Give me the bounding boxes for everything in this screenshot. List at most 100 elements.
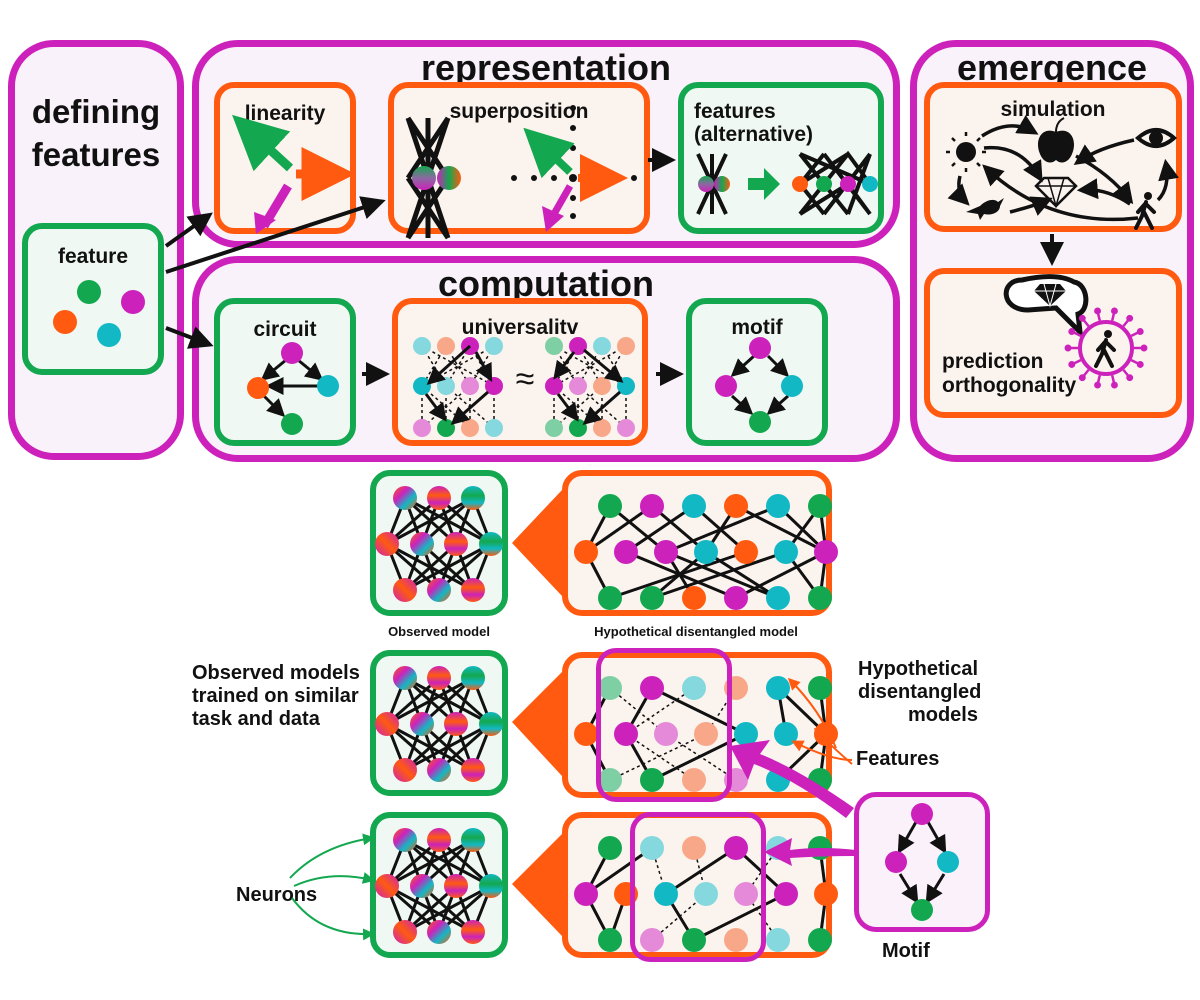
feature-box: feature xyxy=(22,223,164,375)
feature-neuron xyxy=(640,586,664,610)
observed-neuron xyxy=(427,486,451,510)
universality-graphs xyxy=(413,337,635,437)
motif-node-left xyxy=(715,375,737,397)
observed-neuron xyxy=(393,758,417,782)
circuit-node-green xyxy=(281,413,303,435)
observed-neuron xyxy=(479,712,503,736)
universality-node xyxy=(545,419,563,437)
diamond-icon xyxy=(1034,283,1066,308)
motif-callout-node xyxy=(911,899,933,921)
feature-neuron xyxy=(766,494,790,518)
observed-edge xyxy=(386,496,474,546)
simulation-arrows xyxy=(947,114,1179,222)
features-alternative-panel: features (alternative) xyxy=(678,82,884,234)
prediction-orthogonality-panel: prediction orthogonality xyxy=(924,268,1182,418)
virus-spike-tip xyxy=(1068,361,1076,368)
virus-spike-tip xyxy=(1140,344,1148,352)
observed-edge xyxy=(386,838,474,888)
circuit-label: circuit xyxy=(253,318,317,341)
feature-neuron xyxy=(694,540,718,564)
feature-neuron xyxy=(574,540,598,564)
universality-edge xyxy=(556,393,579,422)
hypothetical-edge xyxy=(693,892,787,942)
observed-neuron xyxy=(375,712,399,736)
feature-neuron xyxy=(682,676,706,700)
hypothetical-edge xyxy=(609,504,667,554)
motif-highlight-row2 xyxy=(596,648,732,802)
feature-neuron xyxy=(654,882,678,906)
feature-neuron xyxy=(724,836,748,860)
prediction-diagram xyxy=(1003,274,1148,389)
universality-edge xyxy=(583,348,624,383)
observed-neuron xyxy=(375,874,399,898)
feature-neuron xyxy=(724,586,748,610)
feature-neuron xyxy=(598,586,622,610)
circuit-panel: circuit xyxy=(214,298,356,446)
feature-neuron xyxy=(814,540,838,564)
feature-neuron xyxy=(766,676,790,700)
universality-node xyxy=(413,419,431,437)
disentangled-neuron-orange xyxy=(792,176,808,192)
hypothetical-model-caption: Hypothetical disentangled model xyxy=(594,624,798,639)
universality-node xyxy=(569,377,587,395)
hypothetical-edge xyxy=(665,504,779,554)
universality-edge xyxy=(424,393,447,422)
feature-neuron xyxy=(734,540,758,564)
motif-callout-edge xyxy=(897,821,918,854)
feature-neuron xyxy=(614,722,638,746)
superposition-panel: superposition xyxy=(388,82,650,240)
motif-label-lower: Motif xyxy=(882,940,930,962)
motif-node-right xyxy=(781,375,803,397)
virus-spike-tip xyxy=(1068,328,1076,335)
vector-green xyxy=(523,127,575,179)
feature-neuron xyxy=(574,722,598,746)
feature-neuron xyxy=(724,928,748,952)
hypothetical-edge xyxy=(585,504,653,554)
linearity-vectors xyxy=(232,114,356,234)
feature-neuron xyxy=(682,768,706,792)
virus-spike-tip xyxy=(1078,374,1086,382)
motif-callout-node xyxy=(911,803,933,825)
feature-neuron xyxy=(734,882,758,906)
feature-neuron xyxy=(774,722,798,746)
observed-neuron xyxy=(461,758,485,782)
observed-neuron xyxy=(461,578,485,602)
hypothetical-edge xyxy=(625,504,695,554)
hypothetical-edge xyxy=(665,733,737,781)
observed-neuron xyxy=(427,920,451,944)
virus-spike-tip xyxy=(1094,307,1101,315)
observed-neuron xyxy=(393,920,417,944)
bird-icon xyxy=(966,198,1004,220)
observed-neuron xyxy=(444,874,468,898)
neurons-pointer-arrow xyxy=(289,833,375,879)
feature-neuron xyxy=(598,928,622,952)
callout-wedge xyxy=(512,834,562,936)
observed-neuron xyxy=(444,532,468,556)
superposition-label: superposition xyxy=(449,100,589,123)
feature-neuron xyxy=(682,494,706,518)
feature-neuron xyxy=(598,676,622,700)
walking-person-icon xyxy=(1094,330,1116,368)
diamond-icon xyxy=(1034,176,1078,209)
features-alternative-label: features (alternative) xyxy=(694,100,814,147)
observed-edge xyxy=(386,884,474,934)
feature-dot-orange xyxy=(53,310,77,334)
feature-neuron xyxy=(598,836,622,860)
motif-highlight-row3 xyxy=(630,812,766,962)
virus-spike-tip xyxy=(1126,374,1134,382)
feature-neuron xyxy=(654,722,678,746)
feature-dot-green xyxy=(77,280,101,304)
feature-neuron xyxy=(574,882,598,906)
motif-node-bottom xyxy=(749,411,771,433)
neurons-pointer-arrow xyxy=(293,872,375,887)
universality-node xyxy=(437,337,455,355)
observed-edge xyxy=(386,542,474,592)
motif-callout-node xyxy=(885,851,907,873)
hypothetical-edge xyxy=(705,550,779,600)
feature-neuron xyxy=(694,722,718,746)
disentangled-neuron-magenta xyxy=(840,176,856,192)
feature-neuron xyxy=(694,882,718,906)
motif-callout-edge xyxy=(898,873,919,904)
disentangled-neuron-green xyxy=(816,176,832,192)
